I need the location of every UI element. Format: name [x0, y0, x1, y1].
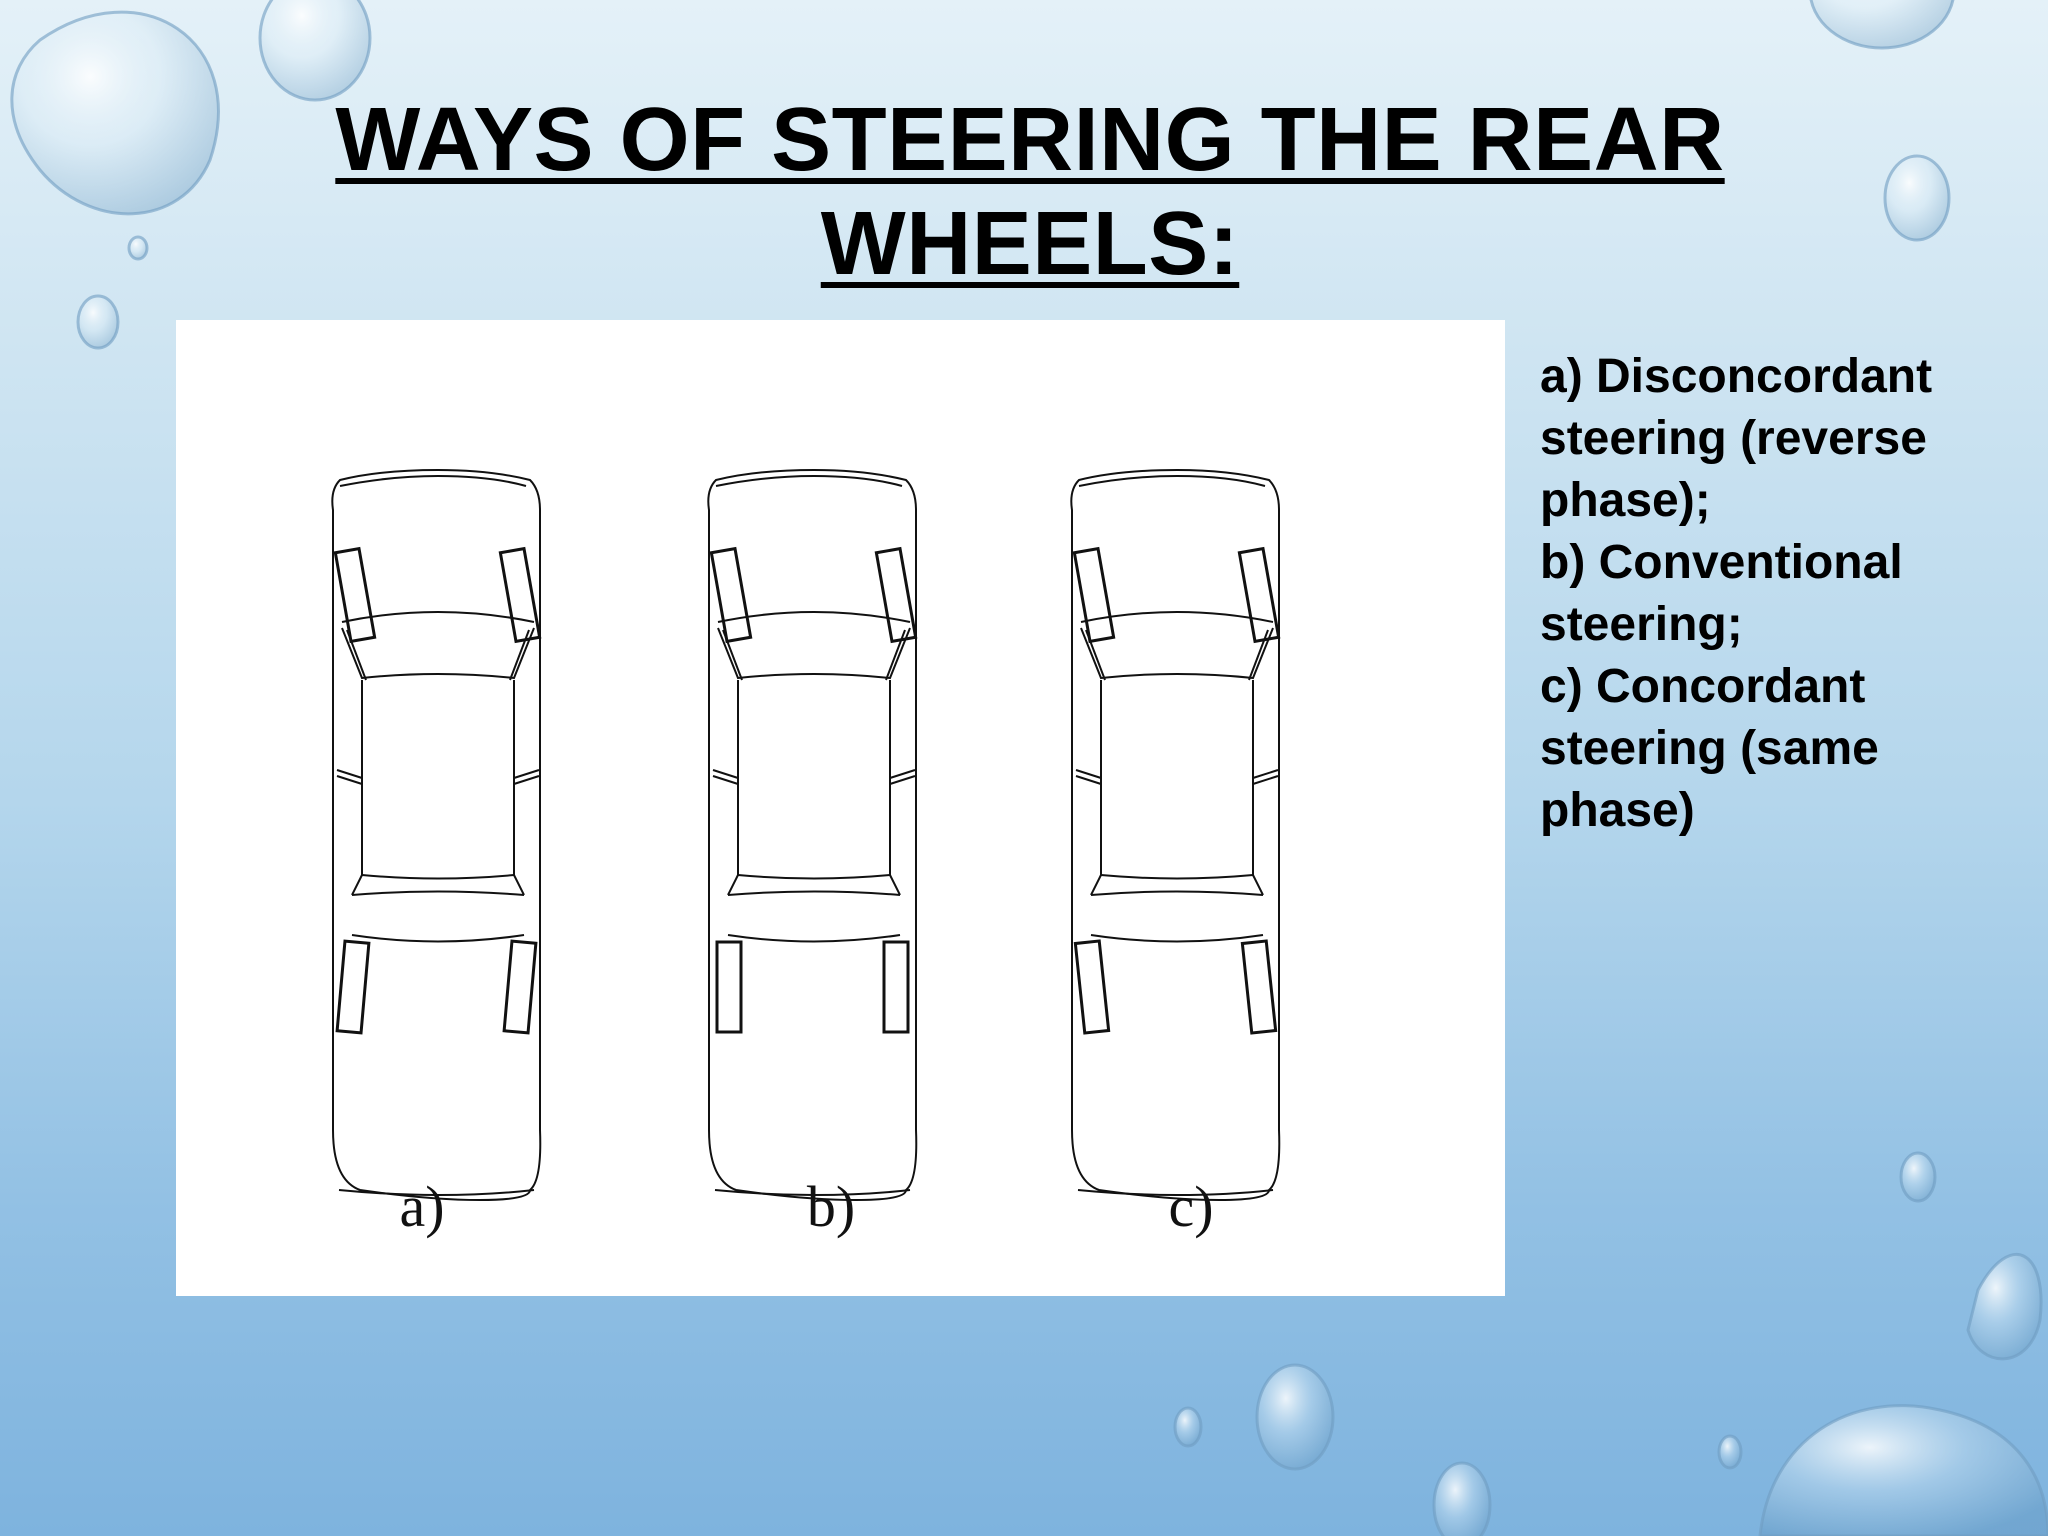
slide-title: WAYS OF STEERING THE REAR WHEELS: — [230, 88, 1830, 296]
car-a-front-left-wheel — [333, 546, 377, 644]
water-drop-icons — [10, 0, 2048, 1536]
car-c-rear-right-wheel — [1240, 939, 1278, 1035]
steering-legend: a) Disconcordant steering (reverse phase… — [1540, 346, 2020, 842]
car-b-rear-right-wheel — [882, 940, 910, 1034]
car-c-rear-left-wheel — [1073, 939, 1111, 1035]
caption-c: c) — [1168, 1174, 1213, 1239]
caption-a: a) — [399, 1174, 444, 1239]
car-c-front-left-wheel — [1072, 546, 1116, 644]
car-b-diagram — [707, 469, 918, 1201]
steering-figure-panel: a) b) c) — [176, 320, 1505, 1296]
steering-diagram: a) b) c) — [331, 469, 1281, 1239]
car-a-rear-right-wheel — [502, 939, 538, 1035]
slide-title-line-2: WHEELS: — [820, 194, 1240, 294]
car-c-front-right-wheel — [1237, 546, 1281, 644]
car-c-diagram — [1070, 469, 1281, 1201]
legend-item-a: a) Disconcordant steering (reverse phase… — [1540, 350, 1933, 527]
caption-b: b) — [807, 1174, 855, 1239]
car-b-rear-left-wheel — [715, 940, 743, 1034]
legend-item-b: b) Conventional steering; — [1540, 536, 1903, 651]
car-a-rear-left-wheel — [335, 939, 371, 1035]
car-b-front-left-wheel — [709, 546, 753, 644]
car-b-front-right-wheel — [874, 546, 918, 644]
car-a-diagram — [331, 469, 542, 1201]
legend-item-c: c) Concordant steering (same phase) — [1540, 660, 1879, 837]
car-a-front-right-wheel — [498, 546, 542, 644]
slide-title-line-1: WAYS OF STEERING THE REAR — [335, 90, 1725, 190]
